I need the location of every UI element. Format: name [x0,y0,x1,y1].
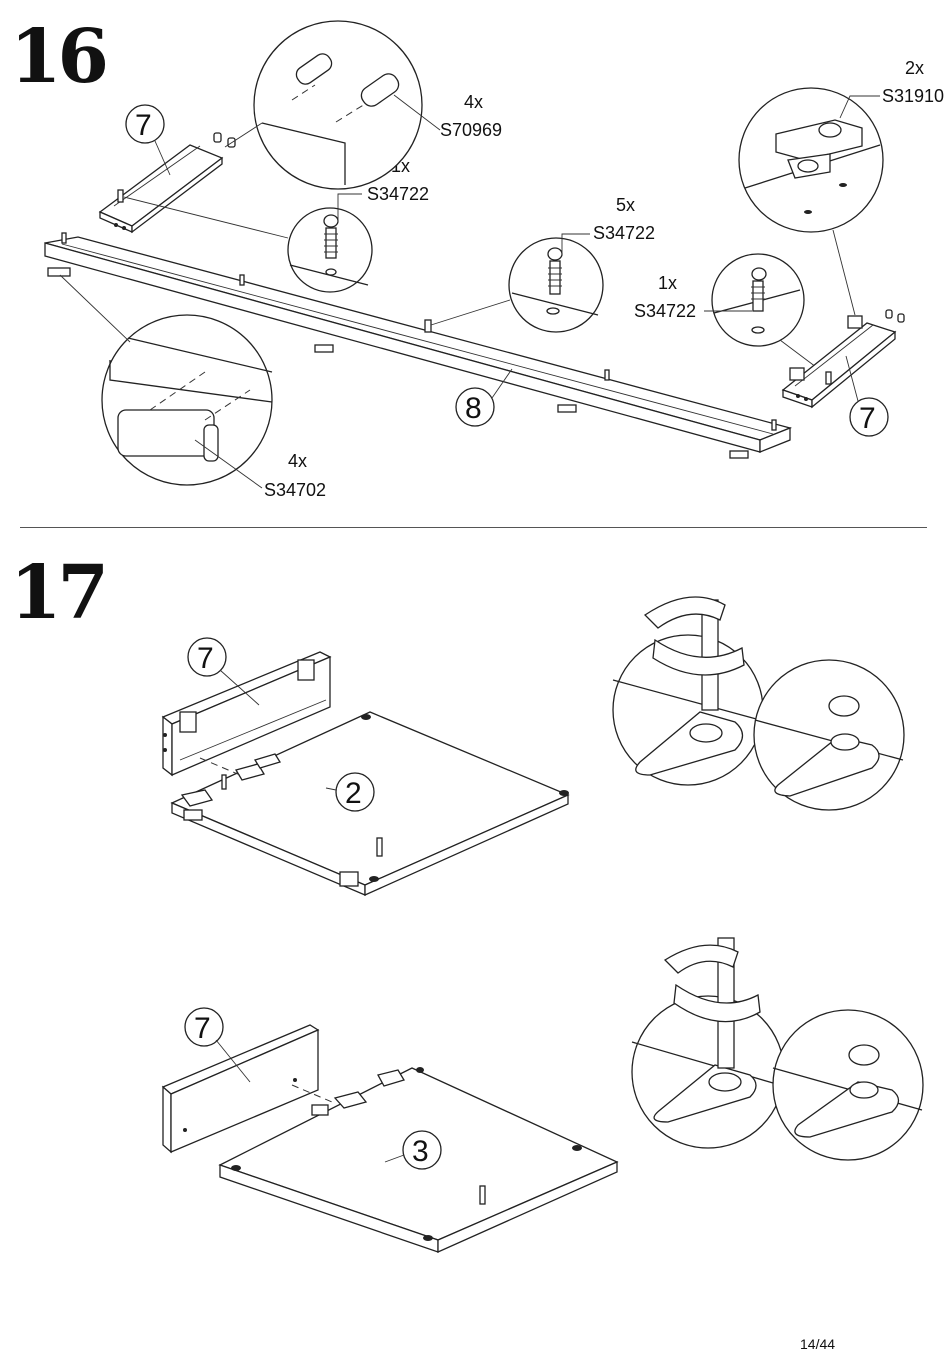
section-divider [20,527,927,528]
panel-7-right [781,309,905,409]
panel-label-7-top: 7 [197,642,214,675]
part-code-cam-bolt-mid: S34722 [593,223,656,243]
panel-callout-7-top [187,637,227,677]
cam-bolt-detail-mid [430,233,604,333]
step-16-number: 16 [10,14,109,100]
dowel-detail-circle [224,20,441,190]
part-code-hinge: S31910 [882,86,945,106]
panel-label-8: 8 [465,392,482,425]
part-qty-glide: 4x [288,451,308,471]
part-qty-cam-bolt-right: 1x [658,273,678,293]
foot-adjust-detail-top [612,596,905,811]
part-code-cam-bolt-left: S34722 [367,184,430,204]
glide-detail-circle [59,274,273,489]
panel-callout-7-left [125,104,165,144]
cam-bolt-detail-left [123,193,373,293]
panel-label-7-bottom: 7 [194,1012,211,1045]
step17-top-assembly [161,651,570,897]
panel-label-7-right: 7 [859,402,876,435]
panel-callout-7-right [849,397,889,437]
panel-8-long [44,232,793,459]
panel-callout-7-bottom [184,1007,224,1047]
panel-7-left [98,132,236,234]
part-qty-cam-bolt-mid: 5x [616,195,636,215]
part-qty-dowel: 4x [464,92,484,112]
page-number: 14/44 [800,1336,836,1352]
part-qty-hinge: 2x [905,58,925,78]
step-17-number: 17 [10,550,109,636]
part-code-glide: S34702 [264,480,327,500]
panel-label-7-left: 7 [135,109,152,142]
part-code-dowel: S70969 [440,120,503,140]
hinge-detail-circle [738,87,884,316]
panel-callout-3 [402,1130,442,1170]
cam-bolt-detail-right [704,253,829,377]
panel-callout-8 [455,387,495,427]
part-code-cam-bolt-right: S34722 [634,301,697,321]
panel-callout-2 [335,772,375,812]
panel-label-2: 2 [345,777,362,810]
panel-label-3: 3 [412,1135,429,1168]
foot-adjust-detail-bottom [631,937,924,1161]
